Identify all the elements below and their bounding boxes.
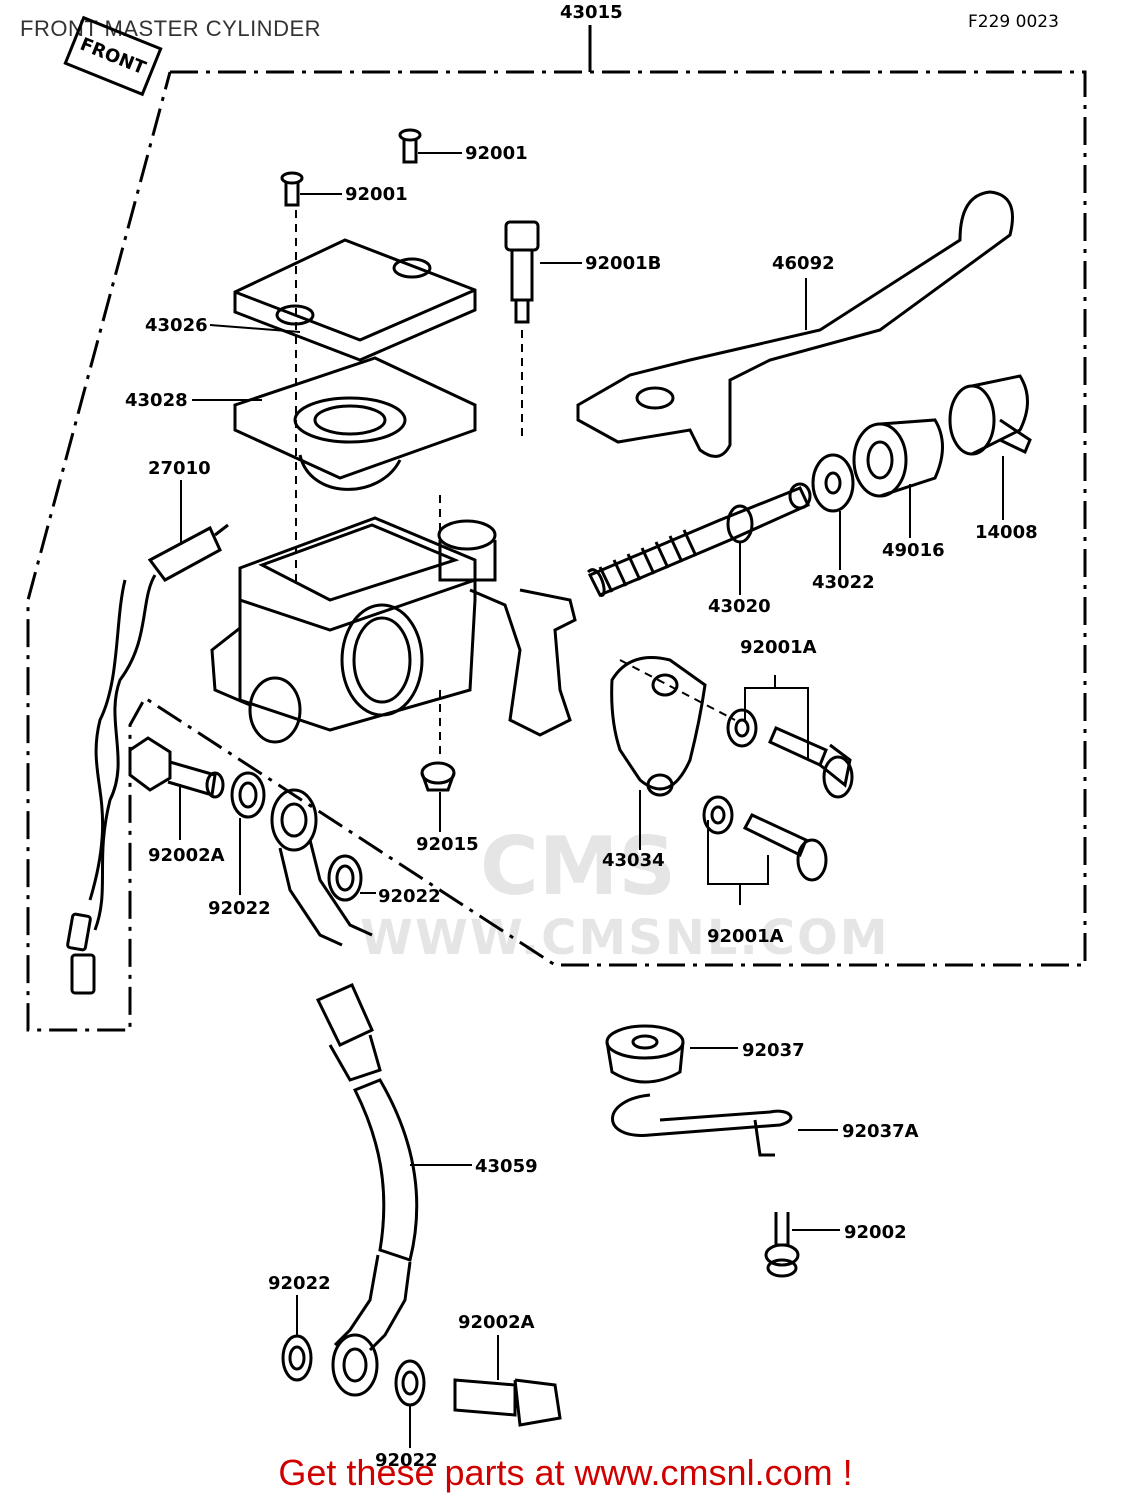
banjo-bolt-92002A-upper (128, 736, 225, 799)
label-92002: 92002 (844, 1222, 907, 1243)
washer-92001A-upper (726, 708, 758, 748)
washer-92022-a (230, 771, 266, 819)
banjo-bolt-92002A-lower (453, 1378, 562, 1427)
boot-49016 (852, 418, 944, 498)
bolt-92001B (504, 220, 540, 324)
label-92001A-upper: 92001A (740, 637, 817, 658)
screw-92001-left (280, 171, 304, 207)
label-92001-left: 92001 (345, 184, 408, 205)
grommet-92037 (605, 1024, 685, 1084)
screw-92001-top (398, 128, 422, 164)
washer-43022 (811, 453, 855, 513)
label-92015: 92015 (416, 834, 479, 855)
label-43022: 43022 (812, 572, 875, 593)
label-92022-d: 92022 (375, 1450, 438, 1471)
banjo-lower (331, 1333, 379, 1397)
brake-switch-27010 (66, 523, 229, 995)
watermark-logo: CMS (480, 820, 676, 913)
assembly-frame (26, 70, 1087, 1032)
label-43026: 43026 (145, 315, 208, 336)
label-92001-top: 92001 (465, 143, 528, 164)
label-43020: 43020 (708, 596, 771, 617)
watermark-url: WWW.CMSNL.COM (360, 910, 890, 966)
label-27010: 27010 (148, 458, 211, 479)
label-92037: 92037 (742, 1040, 805, 1061)
label-92001B: 92001B (585, 253, 662, 274)
footer-link-text[interactable]: Get these parts at www.cmsnl.com ! (278, 1452, 853, 1493)
label-92022-c: 92022 (268, 1273, 331, 1294)
clip-92037A (611, 1093, 793, 1157)
label-92022-a: 92022 (208, 898, 271, 919)
washer-92001A-lower (702, 795, 734, 835)
label-46092: 46092 (772, 253, 835, 274)
label-43034: 43034 (602, 850, 665, 871)
brake-lever-46092 (576, 190, 1014, 458)
banjo-fitting (270, 788, 373, 947)
cover-14008 (948, 374, 1032, 456)
washer-92022-c (281, 1334, 313, 1382)
washer-92022-d (394, 1359, 426, 1407)
piston-43020 (586, 482, 812, 597)
label-92002A-upper: 92002A (148, 845, 225, 866)
label-92001A-lower: 92001A (707, 926, 784, 947)
screw-92002 (764, 1212, 800, 1278)
page-title: FRONT MASTER CYLINDER (20, 16, 322, 41)
washer-92022-b (327, 854, 363, 902)
diaphragm-plate-43028 (233, 356, 477, 491)
label-92022-b: 92022 (378, 886, 441, 907)
label-14008: 14008 (975, 522, 1038, 543)
master-cylinder-body (210, 516, 577, 744)
label-49016: 49016 (882, 540, 945, 561)
clamp-43034 (610, 656, 707, 797)
cap-92015 (420, 761, 456, 792)
label-92037A: 92037A (842, 1121, 919, 1142)
brake-hose-43059 (315, 983, 419, 1352)
reservoir-cap-43026 (233, 238, 477, 362)
bolt-92001A-lower (742, 813, 828, 882)
assembly-number: 43015 (560, 2, 623, 23)
figure-code: F229 0023 (968, 12, 1059, 32)
label-43028: 43028 (125, 390, 188, 411)
label-43059: 43059 (475, 1156, 538, 1177)
label-92002A-lower: 92002A (458, 1312, 535, 1333)
bolt-92001A-upper (768, 726, 854, 799)
